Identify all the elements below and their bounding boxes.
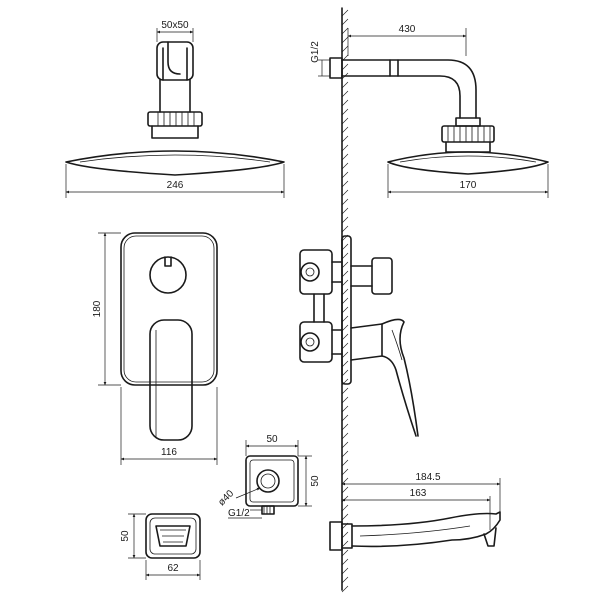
wall-outlet: 50 50 ø40 G1/2 [216,434,321,519]
dim-holder-height: 50 [120,530,131,542]
dim-spout-reach: 163 [410,488,427,499]
wall-hatch [341,9,349,593]
dim-holder-width: 62 [167,563,179,574]
dim-thread-arm: G1/2 [310,41,321,63]
dim-outlet-width: 50 [266,434,278,445]
dim-arm-square: 50x50 [161,20,189,31]
dim-plate-height: 180 [92,300,103,317]
dim-spout-total: 184.5 [415,472,440,483]
dim-head-width-side: 170 [460,180,477,191]
mixer-side-view [299,235,419,437]
mixer-plate-front-view: 180 116 [92,232,218,465]
bath-spout: 184.5 163 [329,472,501,551]
shower-arm-side-view: G1/2 430 170 [310,24,549,198]
wall [341,7,349,593]
shower-head-front-view: 50x50 246 [65,20,285,198]
dim-arm-length: 430 [399,24,416,35]
dim-outlet-thread: G1/2 [228,508,250,519]
shower-holder: 50 62 [120,513,201,580]
dim-head-width-front: 246 [167,180,184,191]
dim-plate-width: 116 [161,447,177,458]
dim-outlet-height: 50 [310,475,321,487]
dim-outlet-diameter: ø40 [216,488,236,508]
